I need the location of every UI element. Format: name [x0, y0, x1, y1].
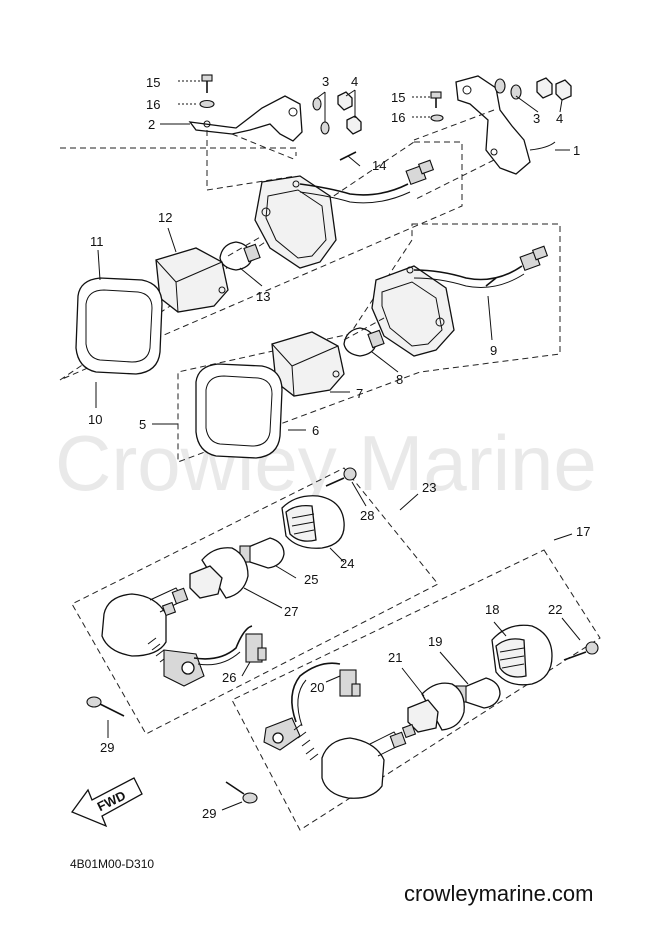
callout-13: 13 [256, 289, 270, 304]
callout-29-left: 29 [100, 740, 114, 755]
signal-body-20 [263, 662, 417, 799]
callout-2: 2 [148, 117, 155, 132]
callout-7: 7 [356, 386, 363, 401]
screw-28 [325, 467, 367, 507]
callout-15-left: 15 [146, 75, 160, 90]
callout-3-right: 3 [533, 111, 540, 126]
bolt-15-left [178, 74, 213, 93]
callout-3-left: 3 [322, 74, 329, 89]
lens-7 [271, 331, 345, 397]
callout-11: 11 [90, 234, 104, 249]
lens-6 [195, 363, 283, 459]
socket-21 [401, 667, 465, 733]
callout-4-right: 4 [556, 111, 563, 126]
washer-16-left [199, 99, 215, 109]
callout-26: 26 [222, 670, 236, 685]
callout-14: 14 [372, 158, 386, 173]
callout-19: 19 [428, 634, 442, 649]
callout-15-right: 15 [391, 90, 405, 105]
callout-16-left: 16 [146, 97, 160, 112]
diagram-code: 4B01M00-D310 [70, 857, 154, 871]
callout-23: 23 [422, 480, 436, 495]
callout-28: 28 [360, 508, 374, 523]
assembly-10 [59, 141, 463, 408]
washer-3-right-b [510, 84, 522, 100]
watermark-text: Crowley Marine [55, 419, 597, 507]
callout-1: 1 [573, 143, 580, 158]
bolt-15-right [430, 91, 442, 99]
assembly-5 [152, 223, 561, 463]
callout-24: 24 [340, 556, 354, 571]
callout-4-left: 4 [351, 74, 358, 89]
callout-29-right: 29 [202, 806, 216, 821]
lens-12 [155, 247, 229, 313]
housing-14 [254, 175, 337, 269]
nut-4-left-a [337, 91, 353, 111]
forward-arrow: FWD [70, 777, 143, 828]
box-5-outline [177, 223, 561, 463]
lens-11 [75, 277, 163, 375]
screw-22 [561, 617, 599, 661]
callout-12: 12 [158, 210, 172, 225]
washer-3-right-a [494, 78, 506, 94]
assembly-23 [71, 467, 439, 738]
washer-16-right [430, 114, 444, 122]
right-bracket-group [412, 75, 572, 201]
callout-8: 8 [396, 372, 403, 387]
bulb-25 [239, 537, 297, 579]
callout-25: 25 [304, 572, 318, 587]
washer-3-left-b [320, 121, 330, 135]
screw-9 [485, 277, 497, 287]
signal-body-26 [101, 587, 267, 687]
washer-3-left-a [312, 97, 322, 111]
callout-10: 10 [88, 412, 102, 427]
screw-29-right [221, 781, 258, 811]
callout-18: 18 [485, 602, 499, 617]
callout-20: 20 [310, 680, 324, 695]
callout-9: 9 [490, 343, 497, 358]
callout-16-right: 16 [391, 110, 405, 125]
nut-4-right-b [555, 79, 572, 101]
socket-27 [189, 547, 283, 609]
box-17-outline [231, 549, 601, 831]
callout-27: 27 [284, 604, 298, 619]
callout-5: 5 [139, 417, 146, 432]
callout-22: 22 [548, 602, 562, 617]
callout-6: 6 [312, 423, 319, 438]
assembly-17 [221, 533, 601, 831]
callout-17: 17 [576, 524, 590, 539]
lens-24 [281, 495, 345, 563]
lens-18 [491, 621, 553, 686]
nut-4-right-a [536, 77, 553, 99]
website-label: crowleymarine.com [404, 881, 594, 906]
left-bracket-group [160, 74, 362, 191]
screw-29-left [86, 696, 125, 738]
nut-4-left-b [346, 115, 362, 135]
callout-21: 21 [388, 650, 402, 665]
